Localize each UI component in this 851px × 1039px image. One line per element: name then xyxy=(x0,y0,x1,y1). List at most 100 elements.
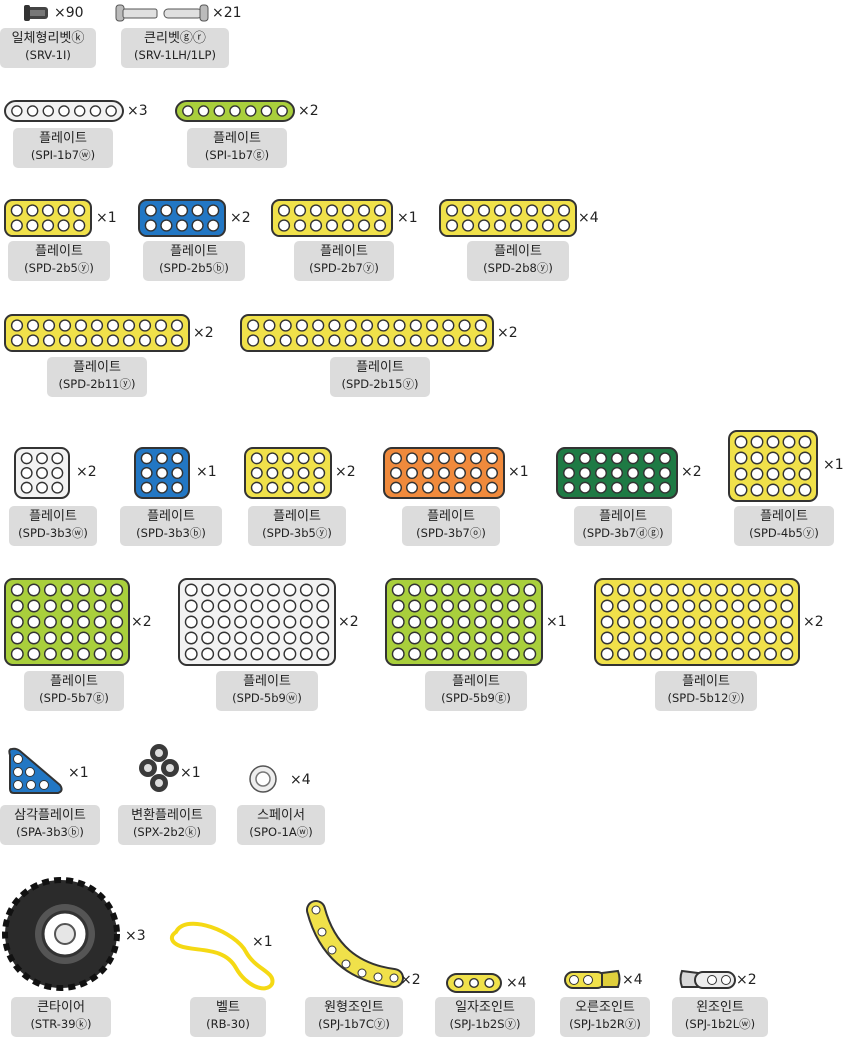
plate-hole xyxy=(27,631,41,645)
plate-hole xyxy=(406,452,418,465)
plate-hole xyxy=(682,615,696,629)
quantity: ×4 xyxy=(622,972,643,988)
plate-hole xyxy=(277,204,291,217)
plate-hole xyxy=(766,483,780,497)
plate-hole xyxy=(77,599,91,613)
quantity: ×1 xyxy=(96,210,117,226)
plate-hole xyxy=(490,583,504,597)
quantity: ×4 xyxy=(290,772,311,788)
part-name: 플레이트 xyxy=(39,131,87,146)
plate-hole xyxy=(425,334,439,347)
plate-hole xyxy=(595,452,607,465)
plate-hole xyxy=(731,583,745,597)
plate-hole xyxy=(295,319,309,332)
plate-hole xyxy=(27,599,41,613)
plate-hole xyxy=(643,452,655,465)
plate-hole xyxy=(600,631,614,645)
part-name: 플레이트 xyxy=(50,674,98,689)
plate-hole xyxy=(266,481,279,494)
plate-hole xyxy=(184,583,198,597)
plate-hole xyxy=(213,105,226,117)
plate-hole xyxy=(57,219,70,232)
quantity: ×2 xyxy=(76,464,97,480)
plate-hole xyxy=(698,615,712,629)
part-label: 플레이트 (SPD-2b5ⓨ) xyxy=(8,241,110,281)
part-code: (SPD-5b9ⓖ) xyxy=(441,691,511,705)
plate-hole xyxy=(20,452,33,465)
part-code: (SPD-3b5ⓨ) xyxy=(262,526,332,540)
part-code: (SPD-2b5ⓨ) xyxy=(24,261,94,275)
plate-hole xyxy=(266,599,280,613)
belt-icon xyxy=(169,921,275,991)
part-label: 플레이트 (SPD-3b7ⓓⓖ) xyxy=(574,506,672,546)
plate-hole xyxy=(484,977,495,989)
plate-hole xyxy=(93,615,107,629)
plate-hole xyxy=(234,631,248,645)
plate-hole xyxy=(90,334,104,347)
plate-hole xyxy=(422,467,434,479)
plate-hole xyxy=(10,334,24,347)
plate-hole xyxy=(406,467,418,479)
plate-hole xyxy=(36,481,48,494)
part-label: 큰리벳ⓖⓡ (SRV-1LH/1LP) xyxy=(121,28,229,68)
part-label: 일체형리벳ⓚ (SRV-1I) xyxy=(0,28,96,68)
part-code: (SPO-1Aⓦ) xyxy=(249,825,313,839)
plate-hole xyxy=(541,219,555,232)
plate-icon xyxy=(134,447,190,499)
curved-joint-icon xyxy=(306,900,404,988)
plate-hole xyxy=(57,204,70,217)
plate-hole xyxy=(156,481,168,494)
plate-hole xyxy=(390,452,402,465)
plate-hole xyxy=(441,647,455,661)
plate-hole xyxy=(93,647,107,661)
plate-hole xyxy=(468,977,480,989)
plate-hole xyxy=(313,452,326,465)
plate-hole xyxy=(60,647,74,661)
plate-hole xyxy=(643,467,655,479)
plate-hole xyxy=(766,467,780,481)
part-code: (SPD-3b3ⓑ) xyxy=(136,526,206,540)
plate-hole xyxy=(73,219,86,232)
plate-hole xyxy=(473,599,487,613)
plate-hole xyxy=(470,481,482,494)
plate-hole xyxy=(764,647,777,661)
plate-hole xyxy=(41,204,55,217)
plate-hole xyxy=(764,599,777,613)
plate-hole xyxy=(316,647,330,661)
plate-hole xyxy=(422,481,434,494)
plate-hole xyxy=(458,319,471,332)
plate-hole xyxy=(506,583,520,597)
part-name: 벨트 xyxy=(216,1000,240,1015)
part-name: 플레이트 xyxy=(427,509,475,524)
part-code: (STR-39ⓚ) xyxy=(30,1017,92,1031)
plate-hole xyxy=(250,583,264,597)
plate-hole xyxy=(747,615,761,629)
part-label: 플레이트 (SPD-3b7ⓞ) xyxy=(402,506,500,546)
plate-hole xyxy=(191,204,204,217)
plate-hole xyxy=(266,615,280,629)
plate-hole xyxy=(391,599,405,613)
plate-hole xyxy=(523,583,537,597)
part-code: (SPJ-1b2Rⓨ) xyxy=(569,1017,641,1031)
plate-hole xyxy=(36,467,48,479)
plate-hole xyxy=(611,452,623,465)
plate-hole xyxy=(438,481,450,494)
plate-hole xyxy=(154,319,168,332)
plate-hole xyxy=(140,467,153,479)
part-name: 플레이트 xyxy=(147,509,195,524)
plate-hole xyxy=(27,583,41,597)
plate-hole xyxy=(698,599,712,613)
quantity: ×1 xyxy=(823,457,844,473)
plate-hole xyxy=(424,647,438,661)
plate-hole xyxy=(643,481,655,494)
plate-hole xyxy=(682,647,696,661)
plate-hole xyxy=(649,599,663,613)
plate-hole xyxy=(27,615,41,629)
plate-hole xyxy=(377,334,390,347)
part-label: 벨트 (RB-30) xyxy=(190,997,266,1037)
plate-hole xyxy=(747,599,761,613)
plate-hole xyxy=(390,467,402,479)
plate-hole xyxy=(244,105,257,117)
plate-hole xyxy=(766,451,780,465)
plate-hole xyxy=(649,583,663,597)
